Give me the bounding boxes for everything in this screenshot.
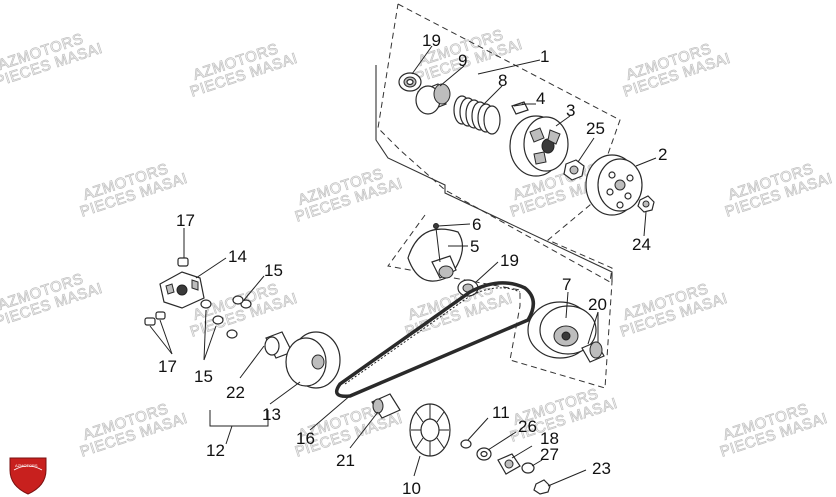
callout-19-mid: 19	[500, 251, 519, 270]
part-23-nut	[533, 479, 551, 495]
part-16-belt	[334, 281, 535, 398]
callout-5: 5	[470, 237, 479, 256]
callout-9: 9	[458, 51, 467, 70]
part-27-washer	[521, 462, 535, 474]
part-2-clutch-bell	[585, 154, 643, 216]
part-10-fan	[409, 403, 451, 457]
part-14-ramp-plate	[159, 271, 205, 309]
part-19-bearing-upper	[398, 72, 422, 92]
callout-3: 3	[566, 101, 575, 120]
callout-25: 25	[586, 119, 605, 138]
bracket-12	[209, 410, 269, 427]
part-20-bush	[581, 341, 605, 363]
part-3-clutch-assembly	[509, 115, 569, 177]
callout-11: 11	[492, 403, 510, 422]
part-11-washer	[460, 439, 472, 449]
callout-15-bottom: 15	[194, 367, 213, 386]
callout-7: 7	[562, 275, 571, 294]
pulley-assembly-frame	[375, 65, 613, 282]
callout-6: 6	[472, 215, 481, 234]
callout-2: 2	[658, 145, 667, 164]
driven-pulley-frame	[387, 214, 613, 389]
callout-14: 14	[228, 247, 247, 266]
callout-20: 20	[588, 295, 607, 314]
part-9-collar	[415, 83, 451, 115]
callout-27: 27	[540, 445, 559, 464]
part-24-nut	[637, 195, 655, 213]
part-17-slider-lower	[144, 311, 166, 326]
azmotors-logo: AZMOTORS	[9, 457, 47, 495]
part-6-key	[433, 223, 439, 229]
callout-17-bottom: 17	[158, 357, 177, 376]
part-7-driven-pulley	[527, 301, 597, 359]
callout-26: 26	[518, 417, 537, 436]
part-17-slider-upper	[177, 257, 189, 267]
callout-17-top: 17	[176, 211, 195, 230]
part-25-nut	[563, 159, 585, 181]
callout-10: 10	[402, 479, 421, 497]
callout-16: 16	[296, 429, 315, 448]
part-5-driven-face	[407, 228, 464, 282]
callout-15-top: 15	[264, 261, 283, 280]
part-15-rollers	[200, 295, 252, 339]
part-26-washer	[476, 447, 492, 461]
logo-text: AZMOTORS	[15, 463, 38, 468]
callout-12: 12	[206, 441, 225, 460]
leader-lines	[149, 45, 657, 487]
callout-13: 13	[262, 405, 281, 424]
callout-19-top: 19	[422, 31, 441, 50]
callout-labels: 19 9 1 8 4 3 25 2 24 6 5 19 7 20 17 14 1…	[158, 31, 667, 497]
part-8-spring	[453, 95, 501, 135]
part-4-pin	[511, 101, 529, 115]
callout-1: 1	[540, 47, 549, 66]
part-21-spacer	[371, 393, 401, 419]
callout-8: 8	[498, 71, 507, 90]
callout-4: 4	[536, 89, 545, 108]
callout-23: 23	[592, 459, 611, 478]
callout-18: 18	[540, 429, 559, 448]
callout-21: 21	[336, 451, 355, 470]
callout-22: 22	[226, 383, 245, 402]
part-13-variator	[285, 331, 341, 389]
callout-24: 24	[632, 235, 651, 254]
part-18-nut	[497, 453, 521, 475]
